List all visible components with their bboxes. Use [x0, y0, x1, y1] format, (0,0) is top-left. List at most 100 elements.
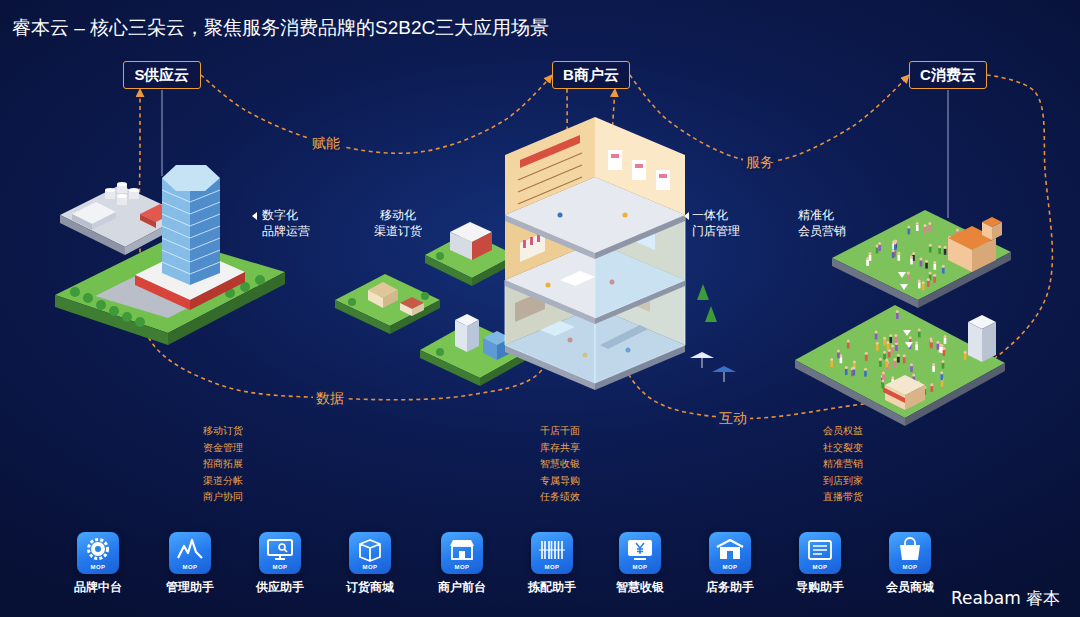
app-icon: MOP导购助手: [799, 532, 841, 574]
crowd: [883, 340, 886, 346]
mall-illustration: [623, 213, 628, 218]
crowd: [964, 354, 967, 360]
crowd: [885, 358, 888, 361]
consumer-illustration: [968, 322, 982, 362]
crowd: [830, 361, 833, 367]
feature-item: 商户协同: [203, 490, 243, 503]
cloud-box: C消费云: [909, 61, 987, 89]
mall-illustration: [523, 240, 526, 248]
app-icon: MOP拣配助手: [531, 532, 573, 574]
cloud-box: B商户云: [552, 61, 630, 89]
crowd: [883, 351, 886, 354]
mall-illustration: [690, 352, 714, 358]
icon-badge: MOP: [169, 564, 211, 571]
mall-illustration: [518, 177, 582, 204]
crowd: [938, 245, 941, 248]
crowd: [907, 271, 910, 274]
crowd: [933, 261, 936, 264]
crowd: [943, 350, 946, 356]
crowd: [942, 363, 945, 369]
app-icon: MOP供应助手: [259, 532, 301, 574]
app-icon: MOP订货商城: [349, 532, 391, 574]
consumer-illustration: [905, 363, 1005, 426]
app-glyph: [813, 546, 827, 554]
mall-illustration: [635, 164, 643, 168]
mall-illustration: [546, 283, 551, 288]
app-glyph: [450, 540, 474, 546]
mall-illustration: [530, 237, 533, 245]
crowd: [940, 371, 943, 374]
crowd: [944, 338, 947, 344]
mall-illustration: [595, 117, 685, 215]
app-name: 智慧收银: [616, 580, 664, 594]
flow-arrow: [201, 75, 552, 153]
merchant-illustration: [383, 290, 398, 308]
crowd: [918, 279, 921, 282]
crowd: [864, 371, 867, 377]
crowd: [929, 244, 932, 247]
edge-label: 赋能: [309, 134, 343, 152]
crowd: [903, 357, 906, 363]
mall-illustration: [724, 372, 725, 382]
crowd: [830, 358, 833, 361]
merchant-illustration: [467, 320, 479, 352]
crowd: [910, 258, 913, 264]
crowd: [940, 344, 943, 347]
crowd: [925, 260, 928, 263]
crowd: [915, 344, 918, 350]
crowd: [930, 339, 933, 342]
merchant-illustration: [348, 298, 356, 306]
app-glyph: [628, 540, 652, 556]
consumer-illustration: [982, 322, 996, 362]
consumer-illustration: [832, 258, 918, 308]
app-glyph: [452, 546, 472, 559]
crowd: [894, 361, 897, 367]
app-icon: MOP会员商城: [889, 532, 931, 574]
crowd: [922, 284, 925, 290]
merchant-illustration: [455, 320, 467, 352]
crowd: [879, 358, 882, 361]
app-icon: MOP管理助手: [169, 532, 211, 574]
supply-illustration: [117, 182, 127, 186]
crowd: [912, 374, 915, 377]
crowd: [889, 334, 892, 337]
crowd: [896, 310, 899, 313]
feature-item: 招商拓展: [203, 457, 243, 470]
crowd: [896, 313, 899, 319]
consumer-illustration: [883, 387, 905, 403]
crowd: [882, 374, 885, 380]
supply-illustration: [162, 214, 220, 226]
crowd: [840, 357, 843, 363]
crowd: [932, 366, 935, 372]
mall-illustration: [595, 215, 685, 259]
mall-illustration: [523, 234, 540, 248]
icon-badge: MOP: [889, 564, 931, 571]
crowd: [853, 370, 856, 376]
consumer-illustration: [832, 210, 1011, 300]
supply-illustration: [162, 190, 220, 202]
crowd: [845, 369, 848, 375]
merchant-illustration: [420, 350, 480, 386]
mall-illustration: [505, 117, 595, 215]
crowd: [886, 341, 889, 344]
crowd: [942, 347, 945, 350]
crowd: [865, 352, 868, 355]
crowd: [925, 263, 928, 269]
mall-illustration: [520, 232, 545, 262]
mall-illustration: [684, 212, 689, 220]
crowd: [852, 367, 855, 370]
supply-illustration: [162, 178, 190, 285]
crowd: [830, 310, 966, 403]
mall-illustration: [505, 280, 595, 324]
crowd: [910, 363, 913, 366]
leader-line: [162, 90, 163, 176]
mall-illustration: [558, 213, 563, 218]
supply-illustration: [129, 188, 139, 192]
page-title: 睿本云 – 核心三朵云，聚焦服务消费品牌的S2B2C三大应用场景: [12, 16, 549, 40]
crowd: [920, 260, 923, 266]
mall-illustration: [659, 174, 667, 178]
supply-illustration: [162, 262, 220, 274]
app-glyph: [360, 540, 380, 561]
app-glyph: [459, 551, 465, 559]
